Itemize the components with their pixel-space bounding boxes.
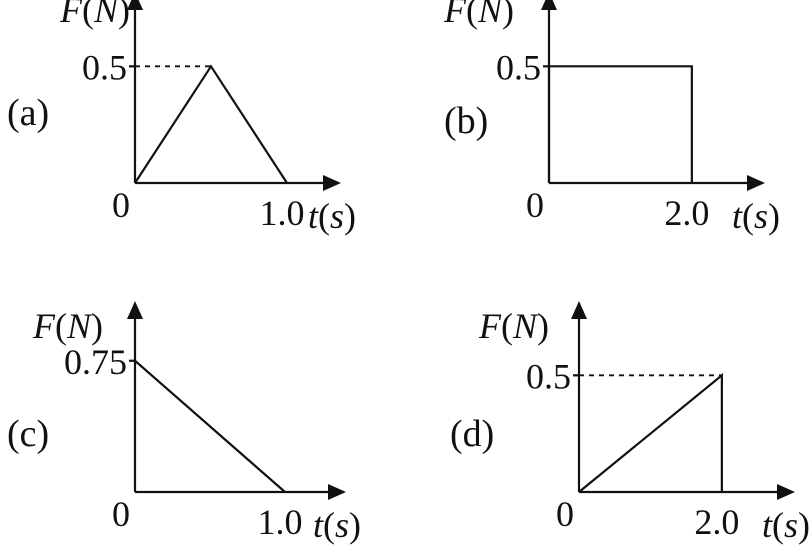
y-axis-arrow <box>571 301 587 319</box>
x-tick-label: 2.0 <box>694 502 739 542</box>
y-axis-label: F(N) <box>443 0 514 30</box>
y-tick-label: 0.5 <box>82 47 127 87</box>
force-curve <box>547 65 693 183</box>
y-axis-label: F(N) <box>478 306 549 346</box>
panel-b: 0.5 2.0 0 t(s) F(N) (b) <box>443 0 780 236</box>
origin-label: 0 <box>556 494 574 534</box>
panel-label: (a) <box>7 92 49 134</box>
force-curve <box>134 359 286 493</box>
x-axis-arrow <box>328 484 346 500</box>
y-axis-label: F(N) <box>32 306 103 346</box>
x-axis-arrow <box>323 175 341 191</box>
x-tick-label: 2.0 <box>664 193 709 233</box>
x-axis-label: t(s) <box>762 505 810 545</box>
y-tick-label: 0.5 <box>496 47 541 87</box>
x-axis-label: t(s) <box>313 505 361 545</box>
origin-label: 0 <box>112 185 130 225</box>
y-axis-label: F(N) <box>59 0 130 30</box>
force-curve <box>134 64 288 184</box>
x-axis-label: t(s) <box>308 196 356 236</box>
y-tick-label: 0.75 <box>64 342 127 382</box>
x-tick-label: 1.0 <box>260 193 305 233</box>
y-axis-arrow <box>541 0 557 10</box>
force-curve <box>578 373 723 493</box>
x-tick-label: 1.0 <box>258 502 303 542</box>
panel-label: (b) <box>444 100 488 142</box>
panel-a: 0.5 1.0 0 t(s) F(N) (a) <box>7 0 356 236</box>
panel-label: (d) <box>450 413 494 455</box>
y-tick-label: 0.5 <box>526 356 571 396</box>
panel-d: 0.5 2.0 0 t(s) F(N) (d) <box>450 301 810 545</box>
panel-c: 0.75 1.0 0 t(s) F(N) (c) <box>7 301 361 545</box>
x-axis-label: t(s) <box>732 196 780 236</box>
panel-label: (c) <box>7 413 49 455</box>
y-axis-arrow <box>127 0 143 10</box>
x-axis-arrow <box>777 484 795 500</box>
y-axis-arrow <box>127 301 143 319</box>
x-axis-arrow <box>747 175 765 191</box>
origin-label: 0 <box>112 494 130 534</box>
origin-label: 0 <box>526 185 544 225</box>
